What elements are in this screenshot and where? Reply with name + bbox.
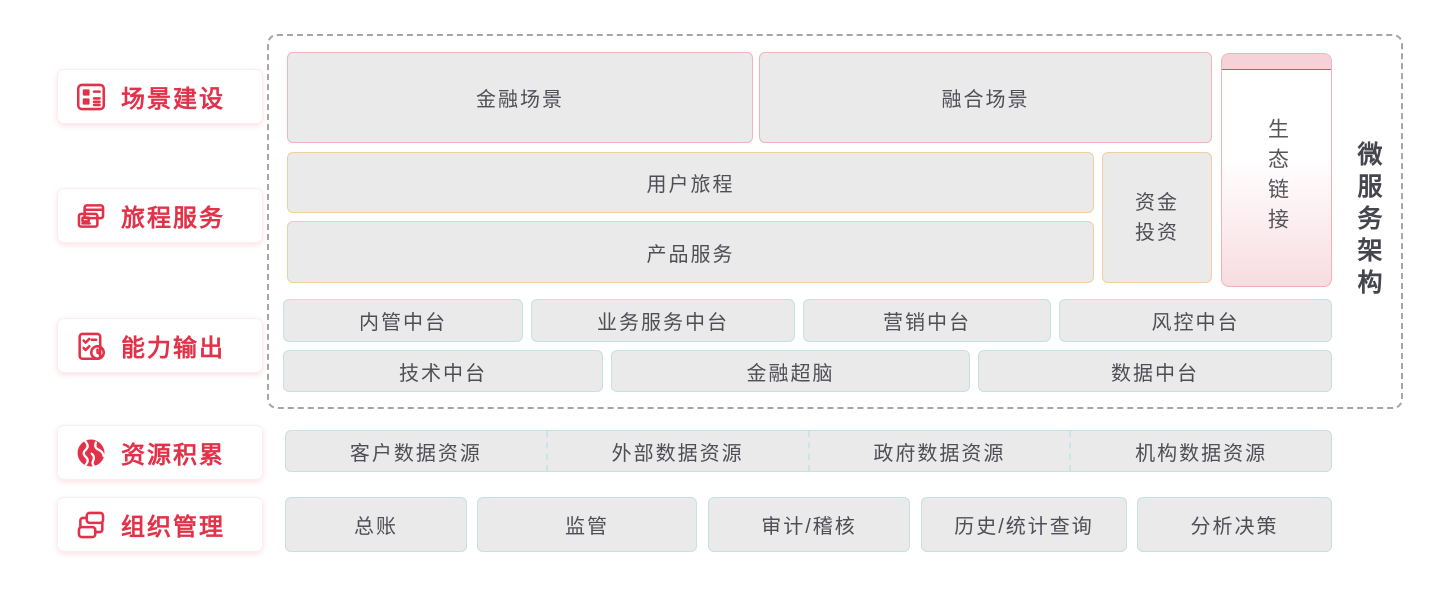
sidebar-label: 旅程服务 — [121, 205, 225, 232]
box-analysis-decision: 分析决策 — [1137, 497, 1332, 552]
box-data-platform: 数据中台 — [978, 350, 1332, 392]
box-user-journey: 用户旅程 — [287, 152, 1094, 213]
box-marketing-platform: 营销中台 — [803, 299, 1051, 342]
sidebar-label: 资源积累 — [121, 442, 225, 469]
segment-customer-data: 客户数据资源 — [349, 442, 482, 465]
box-business-service-platform: 业务服务中台 — [531, 299, 795, 342]
sidebar-item-resource-accumulation: 资源积累 — [46, 425, 263, 485]
box-risk-control-platform: 风控中台 — [1059, 299, 1332, 342]
sidebar-label: 组织管理 — [121, 514, 225, 541]
box-financial-superbrain: 金融超脑 — [611, 350, 970, 392]
box-product-service: 产品服务 — [287, 221, 1094, 283]
org-flow-icon — [77, 511, 105, 538]
box-general-ledger: 总账 — [285, 497, 467, 552]
sidebar-item-capability-output: 能力输出 — [46, 318, 263, 378]
box-fusion-scene: 融合场景 — [759, 52, 1212, 143]
box-history-statistics-query: 历史/统计查询 — [921, 497, 1127, 552]
checklist-clock-icon — [78, 332, 106, 360]
segment-institution-data: 机构数据资源 — [1069, 431, 1331, 471]
sidebar-item-organization-management: 组织管理 — [46, 497, 263, 557]
microservice-architecture-title: 微服务架构 — [1354, 141, 1382, 301]
box-supervision: 监管 — [477, 497, 697, 552]
box-fund-investment: 资金 投资 — [1102, 152, 1212, 283]
segment-external-data: 外部数据资源 — [545, 431, 808, 471]
box-eco-link: 生态链接 — [1221, 53, 1332, 287]
box-audit: 审计/稽核 — [708, 497, 910, 552]
globe-icon — [77, 439, 105, 467]
eco-link-label: 生态链接 — [1265, 117, 1289, 238]
segment-government-data: 政府数据资源 — [807, 431, 1070, 471]
sidebar-label: 能力输出 — [121, 335, 225, 362]
eco-link-cap — [1222, 54, 1331, 70]
cards-icon — [77, 203, 105, 228]
microservice-frame — [267, 34, 1403, 409]
box-technology-platform: 技术中台 — [283, 350, 603, 392]
sidebar-item-journey-service: 旅程服务 — [46, 188, 263, 248]
box-internal-mgmt-platform: 内管中台 — [283, 299, 523, 342]
dashboard-layout-icon — [76, 83, 106, 110]
sidebar-item-scene-building: 场景建设 — [46, 69, 263, 129]
sidebar-label: 场景建设 — [121, 86, 225, 113]
box-financial-scene: 金融场景 — [287, 52, 753, 143]
data-resources-bar: 客户数据资源 外部数据资源 政府数据资源 机构数据资源 — [285, 430, 1332, 472]
